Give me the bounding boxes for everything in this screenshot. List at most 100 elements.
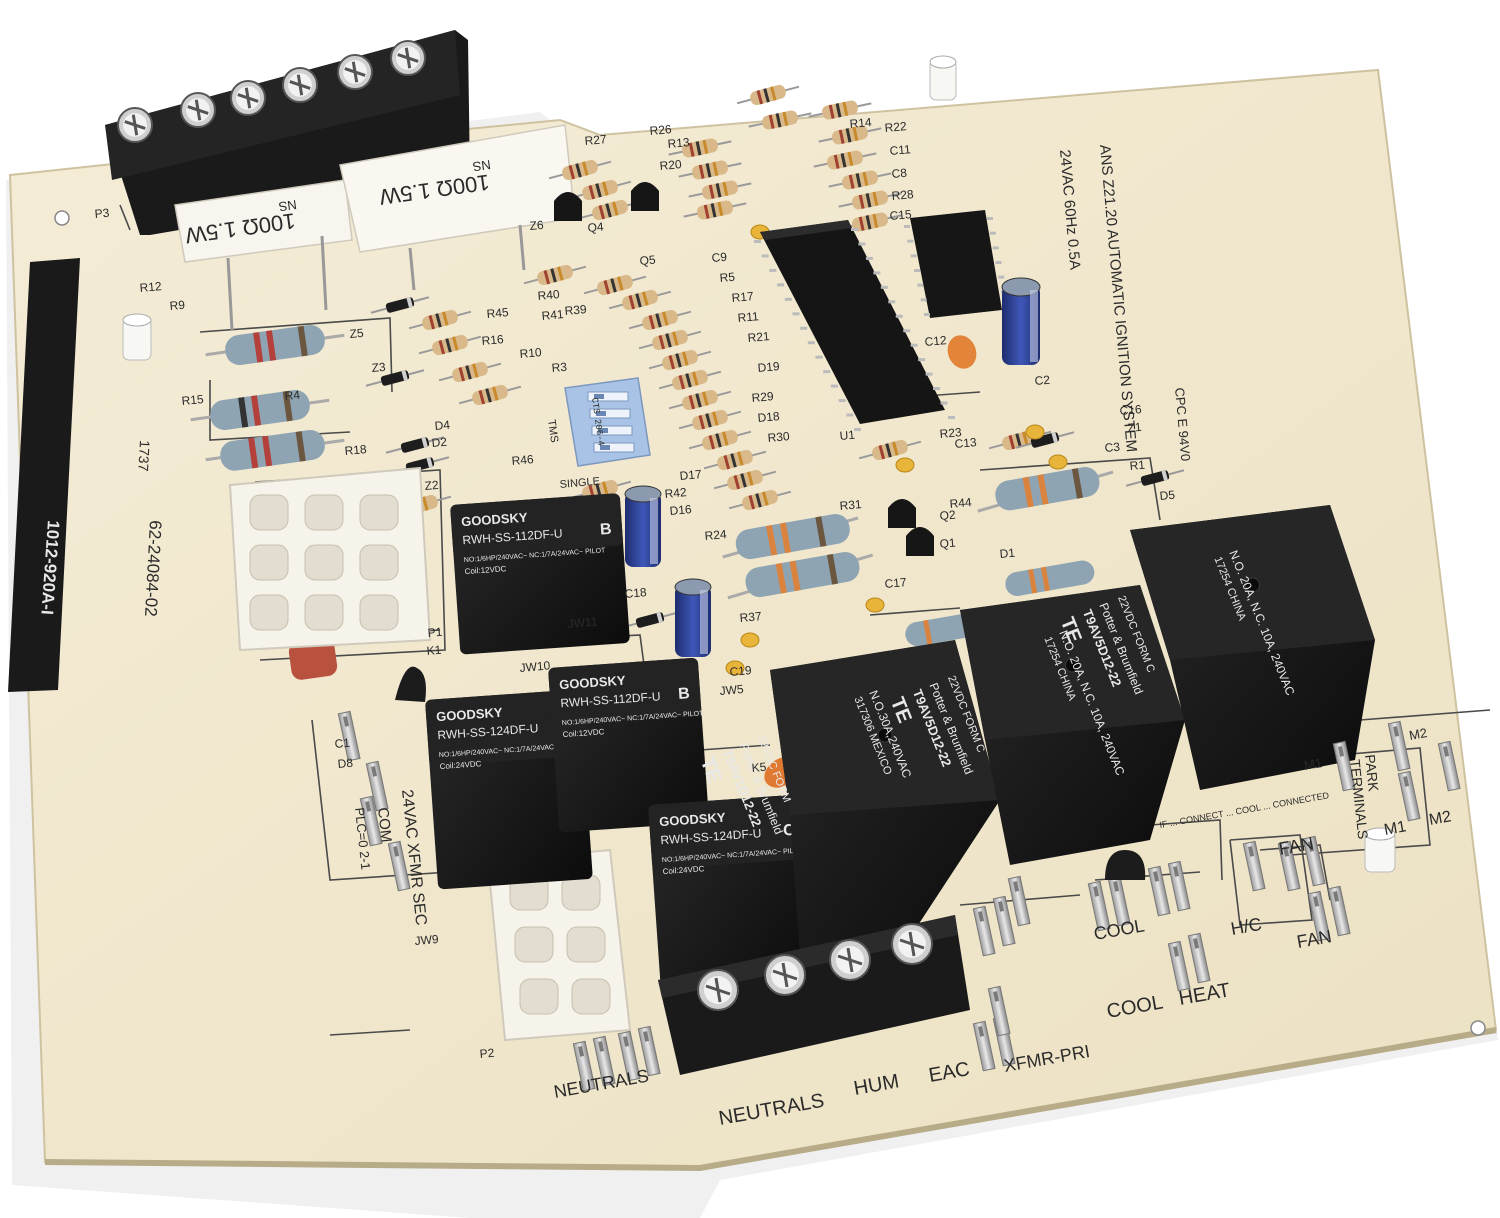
refdes-label: R13 bbox=[667, 135, 690, 151]
small-resistor bbox=[728, 489, 792, 511]
relay-vent-hole bbox=[1065, 657, 1080, 673]
spade-terminal bbox=[359, 795, 383, 847]
relay-top bbox=[548, 657, 702, 726]
bottom-terminal-screw bbox=[764, 954, 806, 996]
spade-terminal bbox=[1167, 940, 1191, 992]
power-resistor-1: 100Ω 1.5W NS bbox=[174, 179, 353, 331]
spade-terminal bbox=[1277, 840, 1301, 892]
small-resistor bbox=[668, 389, 732, 411]
connector-cavity bbox=[249, 594, 289, 631]
refdes-label: R16 bbox=[481, 332, 504, 348]
small-resistor bbox=[578, 199, 642, 221]
relay-vent-hole bbox=[877, 727, 893, 743]
ic-pin bbox=[888, 300, 896, 304]
connector-cavity bbox=[566, 926, 606, 963]
connector-cavity bbox=[359, 494, 399, 531]
refdes-label: C16 bbox=[1119, 402, 1142, 418]
refdes-label: R45 bbox=[486, 305, 509, 321]
ic-pin bbox=[948, 416, 955, 419]
small-resistor bbox=[683, 200, 747, 220]
board-date-code: 1737 bbox=[135, 440, 153, 472]
relay-brand: GOODSKY bbox=[659, 810, 727, 830]
ic-u1 bbox=[754, 220, 955, 431]
transistor bbox=[906, 527, 934, 556]
connector-cavity bbox=[514, 926, 554, 963]
refdes-label: R21 bbox=[747, 329, 770, 345]
refdes-label: D4 bbox=[434, 418, 451, 433]
transistor-array bbox=[554, 182, 934, 556]
connector-p2 bbox=[486, 848, 632, 1042]
connector-cavity bbox=[304, 544, 344, 581]
refdes-label: P3 bbox=[94, 206, 110, 221]
refdes-label: Q4 bbox=[587, 220, 604, 235]
diode bbox=[620, 611, 680, 629]
refdes-label: D17 bbox=[679, 467, 702, 483]
spade-terminal bbox=[1332, 740, 1356, 792]
small-resistor bbox=[408, 309, 472, 331]
refdes-label: JW5 bbox=[719, 682, 744, 698]
refdes-label: D18 bbox=[757, 409, 780, 425]
electrolytic-capacitors bbox=[624, 277, 1041, 657]
ic-pin bbox=[754, 240, 761, 243]
refdes-label: R31 bbox=[839, 497, 862, 513]
refdes-label: Z6 bbox=[529, 218, 544, 233]
refdes-label: C2 bbox=[1034, 373, 1051, 388]
small-resistor bbox=[458, 384, 522, 406]
refdes-label: R30 bbox=[767, 429, 790, 445]
ceramic-capacitor bbox=[895, 457, 915, 473]
connector-cavity bbox=[304, 594, 344, 631]
refdes-label: JW10 bbox=[519, 658, 551, 675]
ic-pin bbox=[777, 283, 785, 287]
power-resistor-2-tag: NS bbox=[471, 157, 491, 174]
ic-pin bbox=[987, 217, 993, 220]
small-resistor bbox=[748, 110, 812, 130]
spade-terminal bbox=[1397, 770, 1421, 822]
refdes-label: R14 bbox=[849, 115, 872, 131]
small-resistor bbox=[808, 100, 872, 120]
ic-pin bbox=[925, 372, 933, 376]
small-resistor bbox=[713, 469, 777, 491]
diode bbox=[365, 369, 425, 387]
refdes-label: Q5 bbox=[639, 253, 656, 268]
transistor bbox=[554, 192, 582, 221]
ic-pin bbox=[880, 285, 888, 289]
dip-switch[interactable]: TMS CTS 206-4 bbox=[545, 377, 651, 467]
refdes-label: C12 bbox=[924, 333, 947, 349]
large-resistors bbox=[190, 324, 1114, 646]
refdes-label: K5 bbox=[751, 760, 767, 775]
refdes-label: Q2 bbox=[939, 508, 956, 523]
dip-lever-knob bbox=[594, 394, 604, 399]
ic-pin bbox=[989, 231, 996, 235]
refdes-label: R9 bbox=[169, 298, 186, 313]
refdes-label: C15 bbox=[889, 207, 912, 223]
small-resistor bbox=[838, 190, 902, 210]
refdes-label: D1 bbox=[999, 546, 1016, 561]
small-resistor bbox=[813, 150, 877, 170]
connector-cavity bbox=[304, 494, 344, 531]
capacitor-c19 bbox=[674, 578, 712, 657]
label-m2-lower: M2 bbox=[1428, 808, 1453, 829]
relay-coil: Coil:12VDC bbox=[562, 727, 605, 739]
board-cpc: CPC E 94V0 bbox=[1172, 387, 1193, 462]
resistor-r4 bbox=[205, 429, 345, 471]
refdes-label: R28 bbox=[891, 187, 914, 203]
ic-pin bbox=[873, 271, 881, 275]
spade-terminal bbox=[1087, 880, 1111, 932]
diode bbox=[385, 436, 445, 454]
diode-array bbox=[365, 296, 1185, 629]
ic-pin bbox=[784, 297, 792, 301]
dip-switch-label: TMS bbox=[545, 419, 560, 444]
spade-terminals bbox=[337, 710, 1461, 1092]
small-resistor bbox=[688, 180, 752, 200]
small-resistor bbox=[818, 125, 882, 145]
transistor bbox=[631, 182, 659, 211]
small-resistor bbox=[703, 449, 767, 471]
dip-lever-knob bbox=[596, 411, 606, 416]
transistor bbox=[888, 499, 916, 528]
spade-terminal bbox=[592, 1035, 616, 1087]
